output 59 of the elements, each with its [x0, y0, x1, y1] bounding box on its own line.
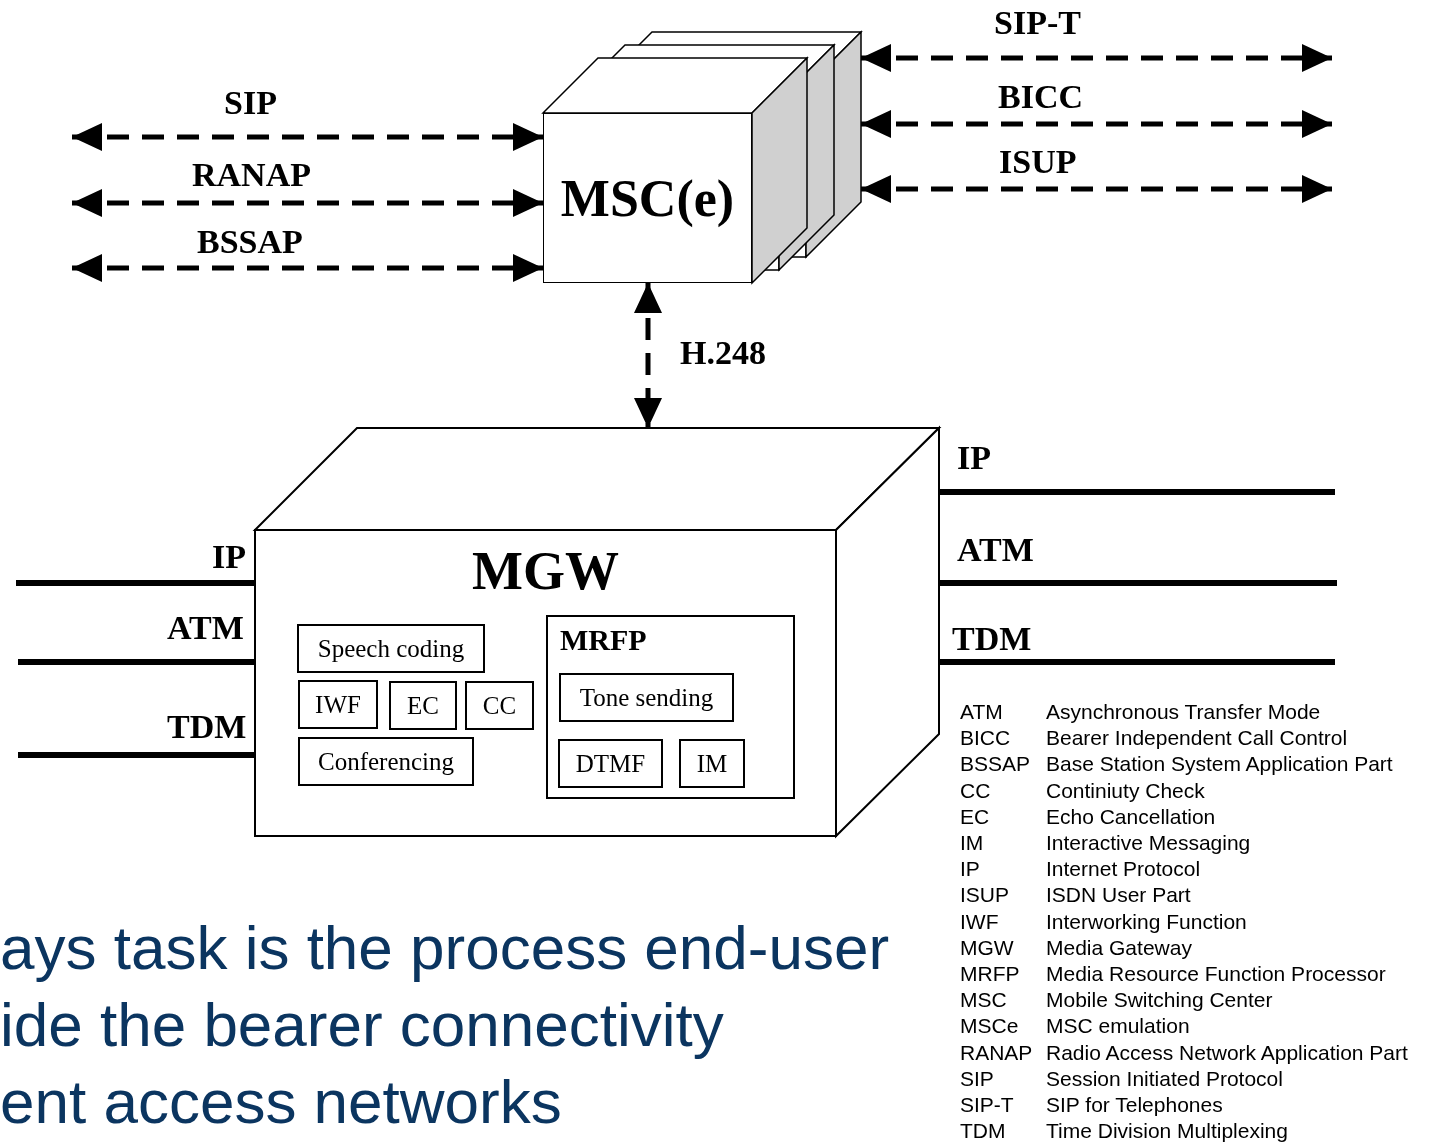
abbreviation-text: BSSAP: [960, 753, 1031, 775]
abbreviation-text: SIP-T: [960, 1094, 1014, 1115]
definition-text: Internet Protocol: [1046, 858, 1201, 880]
abbreviation-text: MRFP: [960, 963, 1020, 984]
function-box: Tone sending: [559, 673, 734, 722]
definition-text: Media Resource Function Processor: [1046, 963, 1386, 984]
dashed-arrow: [72, 189, 543, 217]
function-box: Conferencing: [298, 737, 474, 786]
dashed-arrow: [861, 175, 1332, 203]
abbreviation-text: EC: [960, 805, 990, 827]
abbreviation-text: TDM: [960, 1120, 1006, 1142]
node-title: MRFP: [560, 625, 647, 655]
dashed-arrow: [861, 44, 1332, 72]
definition-text: Session Initiated Protocol: [1046, 1067, 1283, 1089]
line: [939, 580, 1337, 586]
node-title: MGW: [472, 544, 619, 598]
abbreviation-text: IWF: [960, 910, 999, 932]
line: [939, 659, 1335, 665]
line: [18, 752, 255, 758]
abbreviation-text: RANAP: [960, 1041, 1033, 1063]
line: [939, 489, 1335, 495]
definition-text: Radio Access Network Application Part: [1046, 1041, 1408, 1063]
abbreviation-text: ATM: [960, 701, 1003, 722]
line: [16, 580, 255, 586]
definition-text: Interactive Messaging: [1046, 832, 1251, 853]
dashed-arrow: [72, 254, 543, 282]
definition-text: Echo Cancellation: [1046, 805, 1216, 827]
function-box: Speech coding: [297, 624, 485, 673]
function-box: DTMF: [558, 739, 663, 788]
definition-text: Media Gateway: [1046, 936, 1192, 958]
definition-text: Time Division Multiplexing: [1046, 1120, 1288, 1142]
slide-text: ays task is the process end-user ide the bearer connectivity ent access networks: [0, 912, 890, 1138]
definition-text: Base Station System Application Part: [1046, 753, 1393, 775]
abbreviation-text: SIP: [960, 1067, 994, 1089]
definition-text: SIP for Telephones: [1046, 1094, 1223, 1115]
function-box: CC: [465, 681, 534, 730]
abbreviation-text: ISUP: [960, 884, 1009, 906]
function-box: IM: [679, 739, 745, 788]
dashed-arrow: [72, 123, 543, 151]
function-box: IWF: [298, 680, 378, 729]
definition-text: MSC emulation: [1046, 1015, 1190, 1037]
abbreviation-text: IP: [960, 858, 980, 880]
definition-text: ISDN User Part: [1046, 884, 1191, 906]
definition-text: Bearer Independent Call Control: [1046, 727, 1348, 749]
definition-text: Asynchronous Transfer Mode: [1046, 701, 1321, 722]
line: [18, 659, 255, 665]
abbreviation-text: CC: [960, 779, 991, 801]
abbreviation-text: MGW: [960, 936, 1014, 958]
definition-text: Mobile Switching Center: [1046, 989, 1273, 1011]
abbreviation-text: BICC: [960, 727, 1011, 749]
definition-text: Interworking Function: [1046, 910, 1247, 932]
group-box: [546, 615, 795, 799]
dashed-arrow: [634, 283, 662, 428]
abbreviation-text: MSC: [960, 989, 1007, 1011]
abbreviation-text: MSCe: [960, 1015, 1019, 1037]
function-box: EC: [389, 681, 457, 730]
dashed-arrow: [861, 110, 1332, 138]
abbreviation-text: IM: [960, 832, 984, 853]
definition-text: Continiuty Check: [1046, 779, 1205, 801]
